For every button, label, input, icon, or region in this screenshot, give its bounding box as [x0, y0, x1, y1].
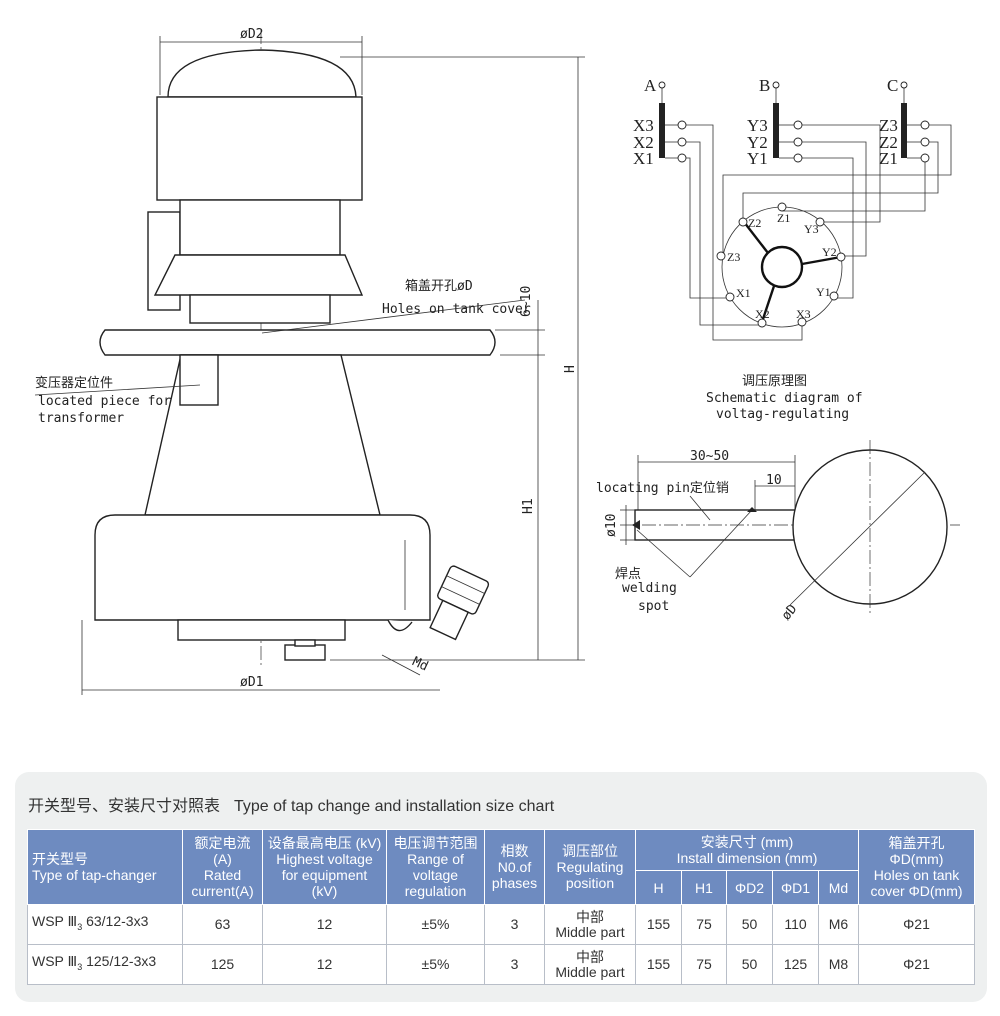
dim-h-label: H	[563, 365, 578, 373]
header-h1: H1	[681, 870, 727, 905]
weld-label-en-2: spot	[638, 599, 669, 614]
phase-b-label: B	[759, 76, 770, 95]
dim-h1-label: H1	[521, 498, 536, 514]
pin-label: locating pin定位销	[596, 481, 729, 496]
cell-current: 125	[182, 944, 263, 985]
header-md: Md	[818, 870, 859, 905]
size-chart-panel: 开关型号、安装尺寸对照表 Type of tap change and insta…	[15, 772, 987, 1002]
schematic-caption-en-2: voltag-regulating	[716, 407, 849, 422]
schematic-caption-en-1: Schematic diagram of	[706, 391, 863, 406]
tap-label: Y1	[747, 149, 768, 168]
cell-md: M6	[818, 904, 859, 945]
selector-label: Y3	[804, 222, 819, 236]
locator-label-cn: 变压器定位件	[35, 375, 113, 391]
tap-labels: X3 X2 X1 Y3 Y2 Y1 Z3 Z2 Z1	[633, 116, 898, 168]
selector-label: Z3	[727, 250, 740, 264]
selector-label: Y1	[816, 285, 831, 299]
selector-label: X1	[736, 286, 751, 300]
cell-h: 155	[635, 944, 682, 985]
selector-label: X2	[755, 307, 770, 321]
cell-d1: 125	[772, 944, 819, 985]
tap-label: Z2	[879, 133, 898, 152]
cell-range: ±5%	[386, 904, 485, 945]
installation-drawing: øD2 øD1 H H1 6~10 Md 箱盖开孔øD Holes on tan…	[34, 27, 960, 695]
schematic-diagram	[658, 81, 952, 341]
selector-label: Y2	[822, 245, 837, 259]
tap-label: Y3	[747, 116, 768, 135]
dim-d1-label: øD1	[240, 675, 263, 690]
hole-label-cn: 箱盖开孔øD	[405, 278, 473, 294]
cell-current: 63	[182, 904, 263, 945]
pin-length-dim: 30~50	[690, 449, 729, 464]
phase-c-label: C	[887, 76, 898, 95]
chart-title: 开关型号、安装尺寸对照表 Type of tap change and insta…	[28, 792, 568, 816]
dim-gap-label: 6~10	[519, 286, 534, 317]
tap-label: X1	[633, 149, 654, 168]
locator-label-en-1: located piece for	[38, 394, 171, 409]
schematic-coils	[658, 81, 930, 328]
cell-phases: 3	[484, 944, 545, 985]
locator-label-en-2: transformer	[38, 411, 124, 426]
cell-h1: 75	[681, 944, 727, 985]
pin-dia-dim: ø10	[604, 514, 619, 537]
cell-h1: 75	[681, 904, 727, 945]
cell-d2: 50	[726, 904, 773, 945]
cell-type: WSP Ⅲ3 63/12-3x3	[27, 904, 183, 945]
chart-title-en: Type of tap change and installation size…	[234, 798, 555, 815]
locating-pin-detail	[620, 440, 960, 615]
cell-voltage: 12	[262, 904, 387, 945]
pin-offset-dim: 10	[766, 473, 782, 488]
weld-label-cn: 焊点	[615, 566, 641, 582]
cell-hole: Φ21	[858, 904, 975, 945]
cell-d1: 110	[772, 904, 819, 945]
chart-title-cn: 开关型号、安装尺寸对照表	[28, 798, 221, 815]
schematic-caption-cn: 调压原理图	[742, 374, 807, 389]
tap-label: X3	[633, 116, 654, 135]
cell-range: ±5%	[386, 944, 485, 985]
selector-label: Z2	[748, 216, 761, 230]
selector-label: Z1	[777, 211, 790, 225]
cell-d2: 50	[726, 944, 773, 985]
header-d2: ΦD2	[726, 870, 773, 905]
tap-label: Y2	[747, 133, 768, 152]
cell-h: 155	[635, 904, 682, 945]
hole-dia-dim: øD	[779, 602, 801, 624]
header-d1: ΦD1	[772, 870, 819, 905]
cell-phases: 3	[484, 904, 545, 945]
selector-label: X3	[796, 307, 811, 321]
dimension-lines	[34, 36, 585, 695]
header-install: 安装尺寸 (mm)Install dimension (mm)	[635, 829, 859, 871]
phase-a-label: A	[644, 76, 657, 95]
dim-d2-label: øD2	[240, 27, 263, 42]
tap-label: X2	[633, 133, 654, 152]
weld-label-en-1: welding	[622, 581, 677, 596]
tap-changer-outline	[94, 30, 496, 665]
tap-label: Z1	[879, 149, 898, 168]
hole-label-en: Holes on tank cover	[382, 302, 531, 317]
selector-labels: Z1 Y3 Y2 Y1 X3 X2 X1 Z3 Z2	[727, 211, 837, 321]
cell-type: WSP Ⅲ3 125/12-3x3	[27, 944, 183, 985]
header-h: H	[635, 870, 682, 905]
cell-voltage: 12	[262, 944, 387, 985]
dim-md-label: Md	[410, 654, 431, 674]
tap-label: Z3	[879, 116, 898, 135]
cell-md: M8	[818, 944, 859, 985]
cell-hole: Φ21	[858, 944, 975, 985]
